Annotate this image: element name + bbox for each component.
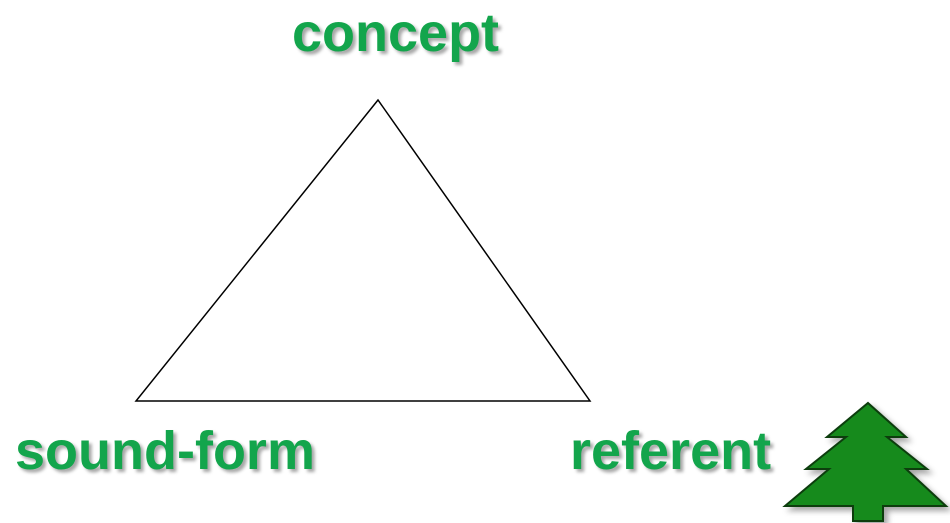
pine-tree-shape	[782, 401, 949, 522]
label-referent: referent	[570, 421, 772, 481]
pine-tree-icon	[782, 401, 949, 522]
triangle	[134, 98, 592, 402]
label-sound-form: sound-form	[15, 421, 315, 481]
label-concept: concept	[292, 3, 500, 63]
